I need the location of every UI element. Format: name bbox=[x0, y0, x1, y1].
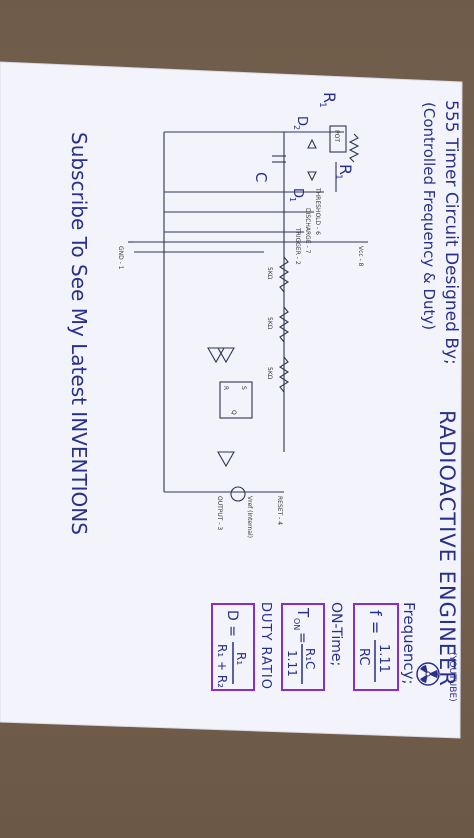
pot-label: POT bbox=[333, 130, 340, 142]
ff-r-label: R bbox=[222, 386, 229, 390]
res-5k-label-2: 5KΩ bbox=[266, 317, 273, 330]
r2-label: R bbox=[320, 92, 339, 103]
ff-q-label: Q bbox=[230, 410, 237, 415]
pin-threshold-label: THRESHOLD - 6 bbox=[314, 187, 321, 235]
frequency-box bbox=[353, 603, 399, 691]
pin-discharge-label: DISCHARGE - 7 bbox=[304, 208, 311, 254]
divider-resistor-1 bbox=[278, 256, 290, 293]
res-5k-label-1: 5KΩ bbox=[266, 267, 273, 280]
duty-denominator: R₁ + R₂ bbox=[215, 644, 229, 688]
radiation-logo-icon bbox=[416, 662, 440, 686]
d2-label-sub: 2 bbox=[292, 125, 301, 130]
frequency-label: Frequency; bbox=[400, 602, 418, 685]
frequency-numerator: 1.11 bbox=[376, 644, 391, 673]
duty-label: DUTY RATIO bbox=[258, 602, 273, 690]
ontime-denominator: 1.11 bbox=[285, 650, 299, 677]
duty-box bbox=[211, 603, 255, 691]
title-line-1: 555 Timer Circuit Designed By; bbox=[441, 100, 461, 365]
ontime-numerator: R₁C bbox=[303, 648, 317, 670]
flip-flop-box bbox=[219, 381, 253, 419]
subscribe-text: Subscribe To See My Latest INVENTIONS bbox=[67, 132, 91, 535]
divider-resistor-3 bbox=[278, 356, 290, 393]
formulas-panel: Frequency; f = 1.11 RC ON-Time; T ON = R… bbox=[211, 602, 418, 691]
ontime-box bbox=[281, 603, 325, 691]
d2-label: D bbox=[294, 116, 309, 126]
channel-label: (YOUTUBE) bbox=[447, 652, 457, 702]
r1-label-sub: 1 bbox=[333, 174, 343, 180]
paper-edge bbox=[0, 61, 463, 739]
d1-label: D bbox=[290, 188, 305, 198]
duty-d: D = bbox=[224, 610, 240, 637]
paper-background bbox=[0, 62, 462, 738]
divider-resistor-2 bbox=[278, 306, 290, 343]
ontime-subscript: ON bbox=[292, 618, 301, 630]
comparator-1-icon bbox=[217, 347, 235, 364]
ontime-equals: = bbox=[294, 632, 310, 644]
r1-label: R bbox=[336, 164, 355, 175]
author-name: RADIOACTIVE ENGINEER bbox=[435, 410, 459, 687]
pin-gnd-label: GND - 1 bbox=[117, 246, 124, 270]
pot-box bbox=[329, 125, 347, 153]
pin-trigger-label: TRIGGER - 2 bbox=[294, 227, 301, 265]
pin-vcc-label: Vcc - 8 bbox=[357, 246, 364, 267]
comparator-2-icon bbox=[207, 347, 225, 364]
duty-numerator: R₁ bbox=[234, 652, 248, 665]
pot-resistor bbox=[348, 133, 360, 163]
diode-d1-icon bbox=[307, 171, 317, 182]
discharge-transistor-icon bbox=[230, 486, 246, 502]
r2-label-sub: 1 bbox=[317, 102, 327, 108]
title-line-2: (Controlled Frequency & Duty) bbox=[420, 102, 438, 330]
pin-output-label: OUTPUT - 3 bbox=[216, 496, 223, 530]
frequency-denominator: RC bbox=[356, 648, 371, 665]
ontime-label: ON-Time; bbox=[328, 602, 344, 666]
ontime-t: T bbox=[294, 607, 312, 618]
circuit-diagram: 5KΩ 5KΩ 5KΩ S R Q bbox=[128, 125, 368, 502]
res-5k-label-3: 5KΩ bbox=[266, 367, 273, 380]
ff-s-label: S bbox=[240, 386, 247, 390]
d1-label-sub: 1 bbox=[288, 197, 297, 202]
cap-label: C bbox=[252, 172, 270, 182]
vref-label: Vref (Internal) bbox=[246, 496, 253, 538]
diode-d2-icon bbox=[307, 138, 317, 149]
output-buffer-icon bbox=[217, 451, 235, 468]
pin-reset-label: RESET - 4 bbox=[276, 496, 283, 525]
frequency-f: f = bbox=[366, 610, 385, 634]
